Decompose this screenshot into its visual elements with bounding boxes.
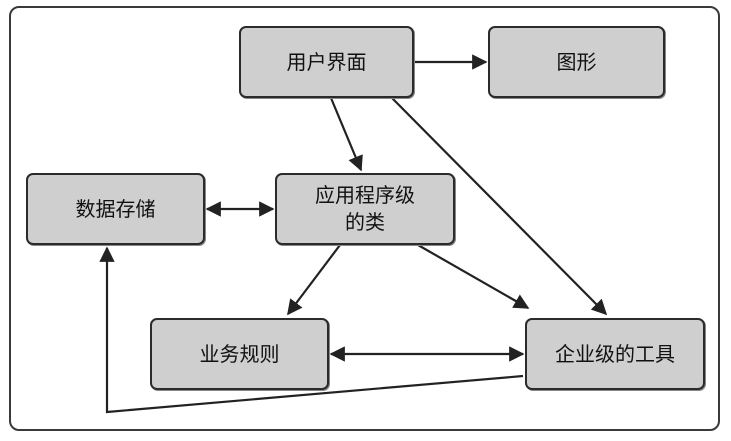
node-data-store: 数据存储 [26,173,205,245]
node-user-interface-label: 用户界面 [286,49,367,74]
node-graphics-label: 图形 [556,49,597,74]
node-user-interface: 用户界面 [239,26,414,98]
node-app-classes-text: 应用程序级 的类 [315,182,415,236]
node-business-rules: 业务规则 [150,318,329,390]
node-app-classes-label-line1: 应用程序级 [315,183,415,207]
node-enterprise-tools: 企业级的工具 [525,318,705,390]
node-app-classes-label-line2: 的类 [345,210,385,234]
node-graphics: 图形 [488,26,665,98]
node-business-rules-label: 业务规则 [199,341,280,366]
node-enterprise-tools-label: 企业级的工具 [555,341,675,366]
node-app-classes: 应用程序级 的类 [275,173,455,245]
node-data-store-label: 数据存储 [75,196,156,221]
